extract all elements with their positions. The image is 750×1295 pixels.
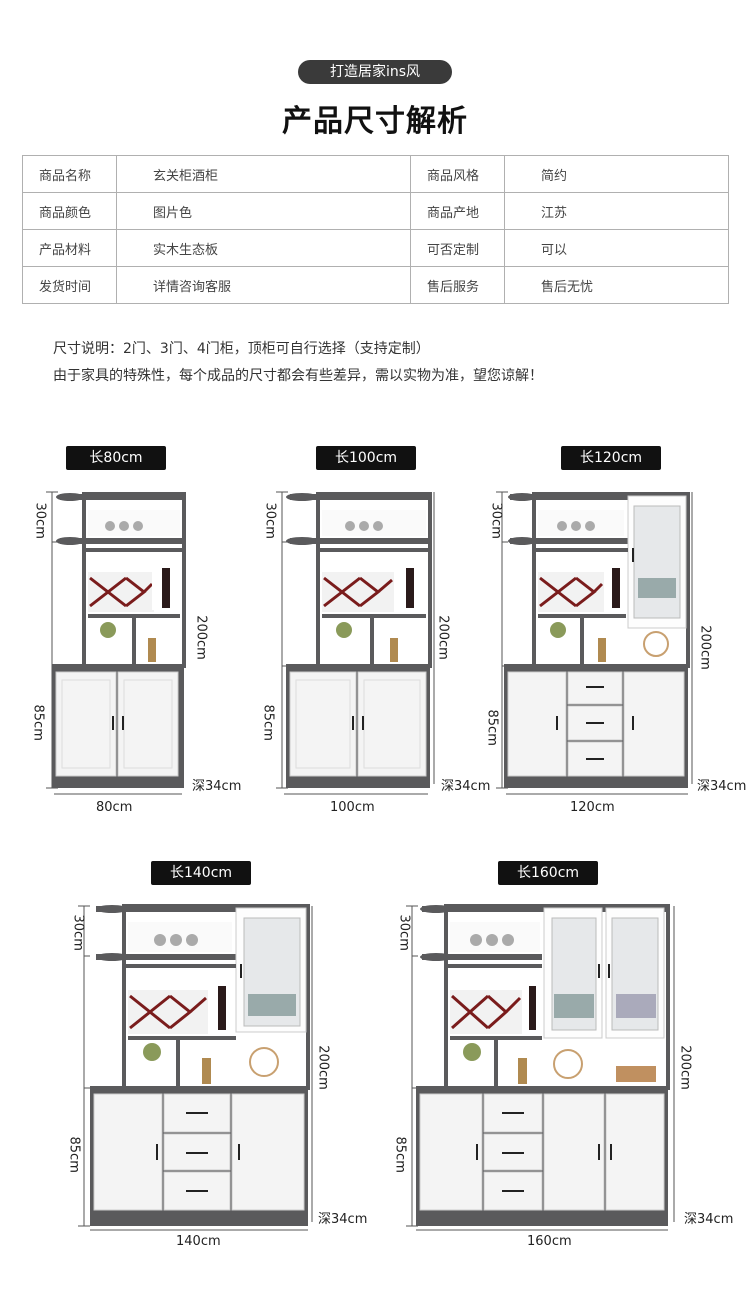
depth-label: 深34cm: [684, 1212, 734, 1227]
width-label: 120cm: [570, 800, 615, 815]
top-height-label: 30cm: [488, 502, 504, 539]
width-label: 100cm: [330, 800, 375, 815]
spec-value: 图片色: [116, 192, 411, 230]
width-label: 140cm: [176, 1234, 221, 1249]
length-tag: 长160cm: [498, 861, 598, 885]
spec-value: 详情咨询客服: [116, 266, 411, 304]
total-height-label: 200cm: [697, 625, 713, 670]
spec-value: 可以: [504, 229, 729, 267]
total-height-label: 200cm: [435, 615, 451, 660]
spec-key: 商品风格: [410, 155, 505, 193]
top-height-label: 30cm: [262, 502, 278, 539]
depth-label: 深34cm: [318, 1212, 368, 1227]
width-label: 80cm: [96, 800, 133, 815]
top-height-label: 30cm: [32, 502, 48, 539]
base-height-label: 85cm: [66, 1136, 82, 1173]
spec-value: 售后无忧: [504, 266, 729, 304]
spec-value: 玄关柜酒柜: [116, 155, 411, 193]
total-height-label: 200cm: [193, 615, 209, 660]
table-row: 发货时间 详情咨询客服 售后服务 售后无忧: [22, 266, 729, 304]
size-note: 尺寸说明：2门、3门、4门柜，顶柜可自行选择（支持定制）: [53, 341, 430, 357]
spec-key: 售后服务: [410, 266, 505, 304]
base-height-label: 85cm: [484, 709, 500, 746]
length-tag: 长100cm: [316, 446, 416, 470]
spec-key: 商品产地: [410, 192, 505, 230]
variance-note: 由于家具的特殊性，每个成品的尺寸都会有些差异，需以实物为准，望您谅解！: [53, 368, 543, 384]
depth-label: 深34cm: [192, 779, 242, 794]
depth-label: 深34cm: [441, 779, 491, 794]
cabinet-illustration: [276, 491, 435, 795]
length-tag: 长80cm: [66, 446, 166, 470]
header-badge: 打造居家ins风: [298, 60, 452, 84]
depth-label: 深34cm: [697, 779, 747, 794]
cabinet-illustration: [78, 904, 313, 1231]
spec-key: 商品名称: [22, 155, 117, 193]
spec-key: 发货时间: [22, 266, 117, 304]
spec-key: 产品材料: [22, 229, 117, 267]
base-height-label: 85cm: [30, 704, 46, 741]
top-height-label: 30cm: [396, 914, 412, 951]
total-height-label: 200cm: [677, 1045, 693, 1090]
spec-value: 简约: [504, 155, 729, 193]
length-tag: 长120cm: [561, 446, 661, 470]
table-row: 商品名称 玄关柜酒柜 商品风格 简约: [22, 155, 729, 193]
cabinet-illustration: [46, 491, 186, 795]
spec-table: 商品名称 玄关柜酒柜 商品风格 简约 商品颜色 图片色 商品产地 江苏 产品材料…: [22, 155, 729, 304]
page-title: 产品尺寸解析: [282, 104, 468, 139]
width-label: 160cm: [527, 1234, 572, 1249]
table-row: 商品颜色 图片色 商品产地 江苏: [22, 192, 729, 230]
spec-value: 实木生态板: [116, 229, 411, 267]
base-height-label: 85cm: [392, 1136, 408, 1173]
length-tag: 长140cm: [151, 861, 251, 885]
spec-key: 可否定制: [410, 229, 505, 267]
top-height-label: 30cm: [70, 914, 86, 951]
cabinet-illustration: [496, 491, 693, 795]
cabinet-illustration: [406, 904, 675, 1231]
table-row: 产品材料 实木生态板 可否定制 可以: [22, 229, 729, 267]
spec-value: 江苏: [504, 192, 729, 230]
total-height-label: 200cm: [315, 1045, 331, 1090]
spec-key: 商品颜色: [22, 192, 117, 230]
base-height-label: 85cm: [260, 704, 276, 741]
